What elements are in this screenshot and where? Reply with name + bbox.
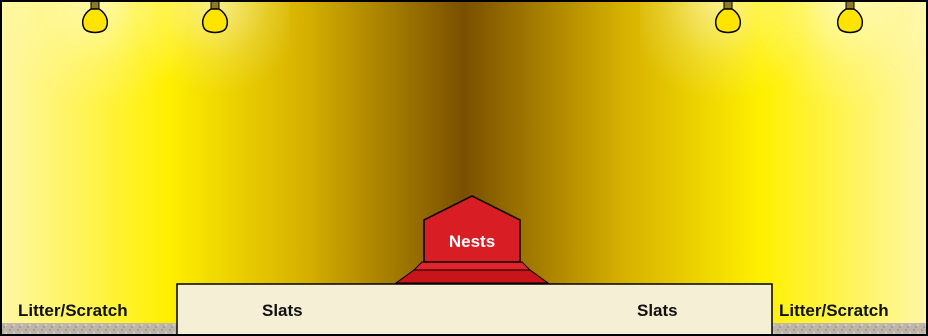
- slats-label-left: Slats: [262, 301, 303, 320]
- nests-label: Nests: [449, 232, 495, 251]
- litter-scratch-label-right: Litter/Scratch: [779, 301, 889, 320]
- litter-scratch-label-left: Litter/Scratch: [18, 301, 128, 320]
- slats-label-right: Slats: [637, 301, 678, 320]
- nest-base: [396, 262, 548, 283]
